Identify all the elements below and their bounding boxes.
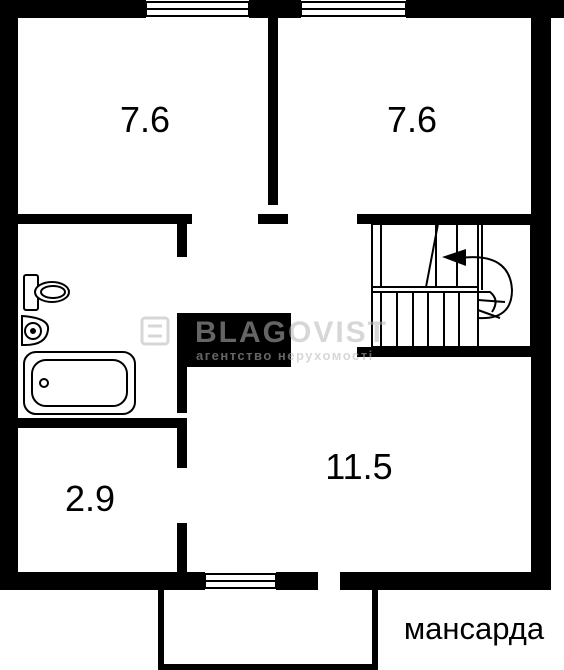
watermark: BLAGOVIST агентство нерухомості (140, 316, 388, 363)
watermark-brand: BLAGOVIST (195, 316, 388, 349)
stair-direction-arc (459, 256, 514, 320)
bathtub-icon (23, 351, 136, 415)
room-area-hall: 11.5 (325, 446, 392, 487)
room-area-top-right: 7.6 (387, 99, 437, 140)
outer-walls (0, 0, 564, 590)
watermark-tagline: агентство нерухомості (196, 348, 374, 363)
balcony (158, 590, 378, 670)
stair-arrow-icon (442, 249, 466, 266)
windows (145, 1, 407, 589)
sink-icon (21, 314, 50, 347)
toilet-icon (23, 274, 70, 311)
watermark-logo-icon (140, 316, 170, 346)
room-area-top-left: 7.6 (120, 99, 170, 140)
floor-label: мансарда (404, 611, 545, 646)
bathroom-fixtures (21, 274, 136, 415)
interior-walls (18, 0, 531, 572)
staircase (371, 223, 532, 348)
room-area-small: 2.9 (65, 478, 115, 519)
